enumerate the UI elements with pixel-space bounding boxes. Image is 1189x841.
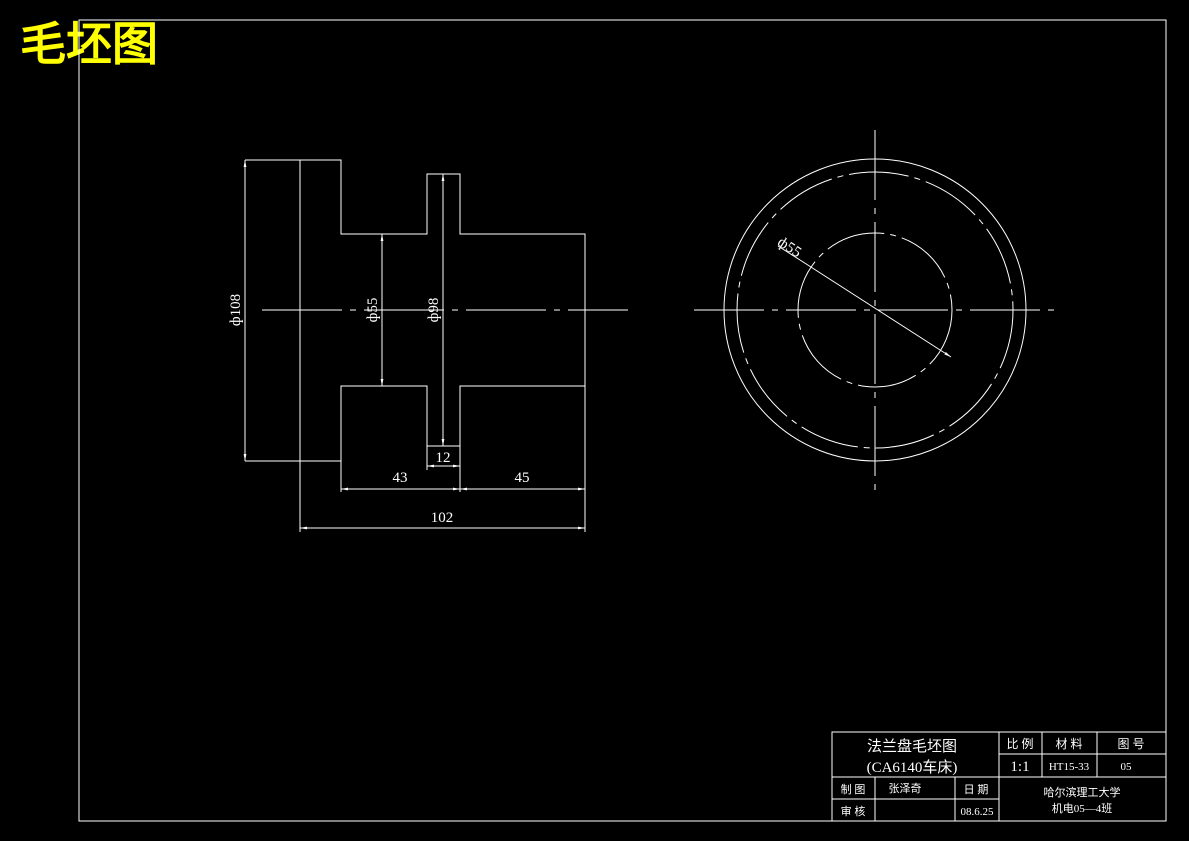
side-dim-label-dia-55: ф55	[774, 234, 803, 261]
dim-label-len-12: 12	[436, 450, 451, 466]
school-name: 哈尔滨理工大学	[1044, 785, 1121, 799]
scale-value: 1:1	[1010, 759, 1029, 775]
dim-label-len-43: 43	[393, 470, 408, 486]
leader-line-dia-55	[799, 259, 952, 358]
leader-line-tail	[777, 245, 801, 261]
material-label: 材 料	[1055, 737, 1082, 751]
scale-label: 比 例	[1006, 737, 1033, 751]
material-value: HT15-33	[1049, 761, 1090, 773]
class-name: 机电05—4班	[1052, 801, 1113, 815]
review-label: 审 核	[841, 804, 866, 818]
drawn-by: 张泽奇	[889, 782, 922, 795]
drawing-no-label: 图 号	[1117, 737, 1144, 751]
drawn-label: 制 图	[841, 783, 866, 796]
date-label: 日 期	[964, 783, 989, 796]
dim-label-len-102: 102	[431, 510, 454, 526]
drawing-frame	[78, 19, 1167, 822]
front-view	[243, 159, 628, 532]
title-block	[831, 731, 1167, 822]
dim-label-dia-55: ф55	[365, 298, 381, 323]
drawing-no-value: 05	[1121, 761, 1133, 773]
header-title: 毛坯图	[20, 17, 158, 71]
part-name: 法兰盘毛坯图	[867, 737, 957, 755]
date-value: 08.6.25	[961, 806, 995, 818]
dim-label-dia-98: ф98	[426, 298, 442, 323]
dim-label-len-45: 45	[515, 470, 530, 486]
machine-name: (CA6140车床)	[867, 759, 958, 776]
side-view	[694, 130, 1056, 494]
dim-label-dia-108: ф108	[228, 294, 244, 326]
